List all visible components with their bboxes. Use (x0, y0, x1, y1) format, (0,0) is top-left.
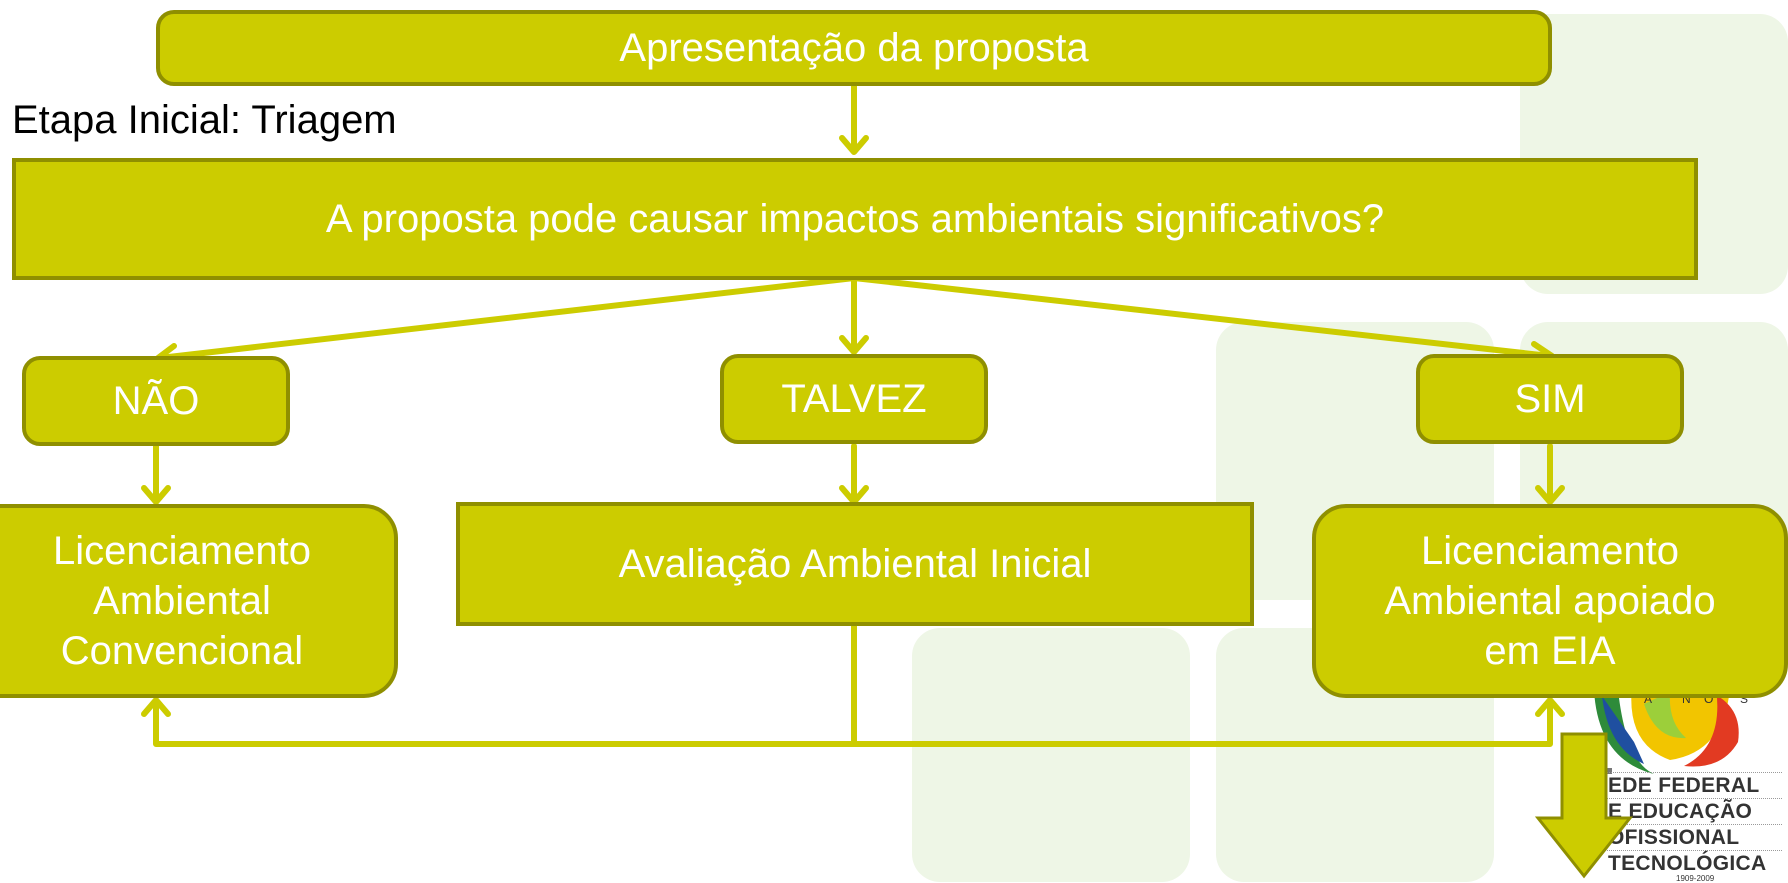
logo-years: 1909-2009 (1676, 874, 1715, 883)
arrowhead (1535, 697, 1565, 717)
logo-anos-letter: N (1682, 692, 1691, 706)
continue-down-arrow (1534, 732, 1634, 879)
eia-licensing-line: em EIA (1484, 629, 1616, 673)
conventional-licensing-line: Convencional (60, 629, 304, 673)
logo-divider (1604, 798, 1782, 799)
connector-assessment-conventional (153, 623, 857, 747)
logo-divider (1604, 772, 1782, 773)
logo-text-line: EDE FEDERAL (1608, 774, 1760, 797)
eia-licensing-line: Ambiental apoiado (1384, 579, 1716, 623)
answer-yes-box: SIM (1416, 354, 1684, 444)
answer-maybe-box: TALVEZ (720, 354, 988, 444)
logo-anos-letter: S (1740, 692, 1749, 706)
screening-question-box: A proposta pode causar impactos ambienta… (12, 158, 1698, 280)
arrowhead (1535, 485, 1565, 505)
stage-label: Etapa Inicial: Triagem (12, 98, 397, 142)
arrowhead (839, 335, 869, 355)
logo-text-line: TECNOLÓGICA (1608, 852, 1767, 875)
logo-divider (1604, 850, 1782, 851)
eia-licensing-line: Licenciamento (1421, 529, 1679, 573)
logo-anos-letter: O (1704, 692, 1714, 706)
logo-anos-letter: A (1644, 692, 1653, 706)
conventional-licensing-line: Ambiental (93, 579, 271, 623)
conventional-licensing-box: Licenciamento Ambiental Convencional (0, 504, 398, 698)
connector-question-sim (851, 275, 1553, 359)
background-tile (912, 628, 1190, 882)
answer-maybe-label: TALVEZ (781, 377, 927, 421)
connector-question-nao (157, 275, 857, 361)
logo-text-line: OFISSIONAL (1608, 826, 1740, 849)
proposal-presentation-box: Apresentação da proposta (156, 10, 1552, 86)
conventional-licensing-line: Licenciamento (53, 529, 311, 573)
arrowhead (141, 697, 171, 717)
eia-licensing-box: Licenciamento Ambiental apoiado em EIA (1312, 504, 1788, 698)
arrowhead (839, 135, 869, 155)
initial-assessment-box: Avaliação Ambiental Inicial (456, 502, 1254, 626)
screening-question-label: A proposta pode causar impactos ambienta… (325, 197, 1385, 241)
logo-emblem (1594, 686, 1739, 774)
answer-no-box: NÃO (22, 356, 290, 446)
logo-text-line: E EDUCAÇÃO (1608, 800, 1753, 823)
connector-assessment-eia (851, 699, 1553, 747)
logo-divider (1604, 824, 1782, 825)
proposal-presentation-label: Apresentação da proposta (619, 26, 1089, 70)
answer-no-label: NÃO (112, 379, 200, 423)
answer-yes-label: SIM (1514, 377, 1586, 421)
arrowhead (141, 485, 171, 505)
initial-assessment-label: Avaliação Ambiental Inicial (618, 542, 1092, 586)
